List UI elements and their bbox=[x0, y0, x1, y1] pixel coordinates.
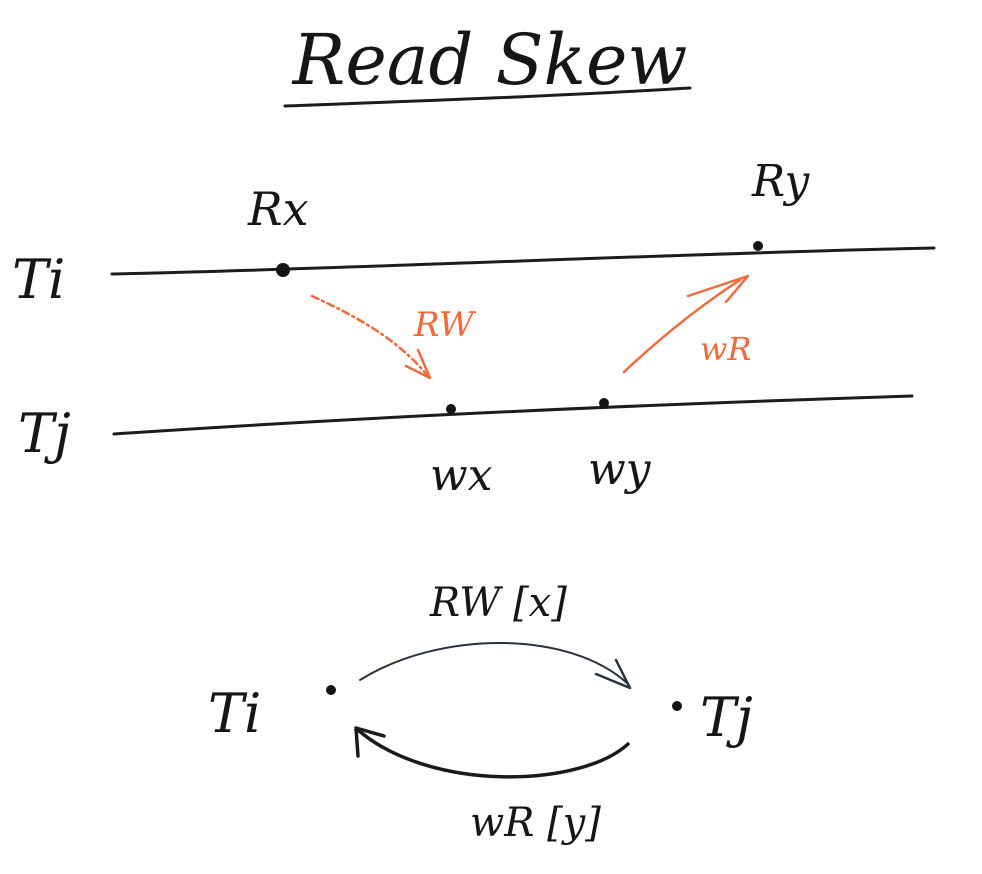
operation-label-ry: Ry bbox=[751, 156, 810, 207]
graph-node-tj-label: Tj bbox=[700, 686, 753, 749]
timeline-tj bbox=[112, 394, 914, 436]
graph-node-ti-label: Ti bbox=[208, 682, 261, 745]
timeline-section: Ti Tj Rx Ry wx wy RW wR bbox=[12, 156, 936, 501]
dependency-graph-section: Ti Tj RW [x] wR [y] bbox=[208, 580, 753, 846]
wr-dependency-arrow bbox=[622, 278, 742, 374]
rw-arrowhead bbox=[404, 348, 432, 380]
wr-dependency-label: wR bbox=[700, 330, 751, 368]
operation-label-wx: wx bbox=[430, 450, 493, 501]
graph-edge-rw bbox=[359, 642, 629, 685]
graph-edge-wr-label: wR [y] bbox=[470, 800, 601, 846]
operation-dot-rx bbox=[276, 263, 290, 277]
operation-label-wy: wy bbox=[588, 444, 652, 495]
rw-dependency-arrow bbox=[310, 294, 430, 378]
graph-edge-rw-label: RW [x] bbox=[429, 580, 567, 626]
graph-node-ti-dot bbox=[326, 685, 336, 695]
operation-label-rx: Rx bbox=[247, 182, 309, 236]
wr-arrowhead bbox=[686, 274, 750, 304]
operation-dot-wx bbox=[446, 404, 456, 414]
timeline-ti bbox=[110, 246, 936, 276]
operation-dot-wy bbox=[599, 398, 609, 408]
timeline-label-tj: Tj bbox=[18, 402, 71, 465]
operation-dot-ry bbox=[753, 241, 763, 251]
rw-dependency-label: RW bbox=[413, 305, 477, 345]
title-underline bbox=[283, 86, 692, 108]
graph-edge-rw-arrowhead bbox=[594, 658, 632, 690]
graph-edge-wr-arrowhead bbox=[354, 726, 386, 758]
graph-edge-wr bbox=[356, 728, 630, 779]
timeline-label-ti: Ti bbox=[12, 248, 65, 311]
graph-node-tj-dot bbox=[672, 701, 682, 711]
diagram-title: Read Skew bbox=[291, 19, 688, 101]
